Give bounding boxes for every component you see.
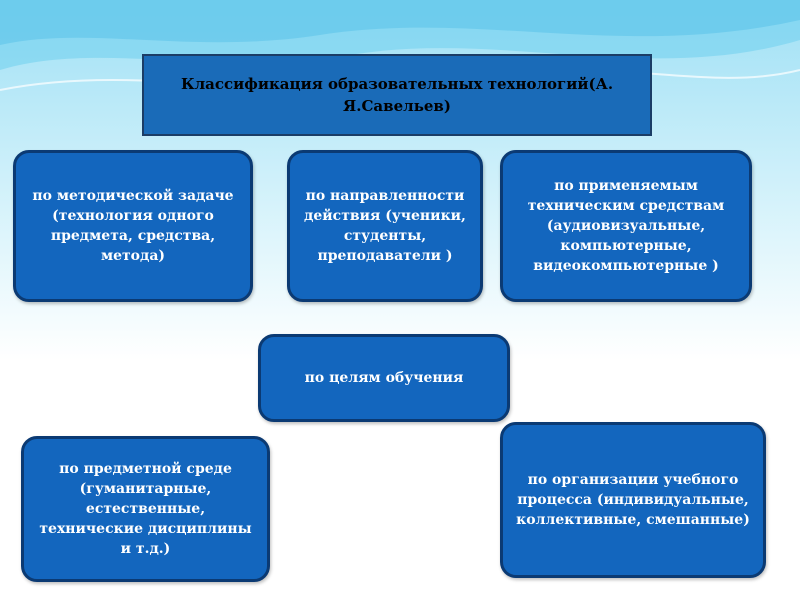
box-methodical-task: по методической задаче (технология одног… (13, 150, 253, 302)
box-technical-means: по применяемым техническим средствам (ау… (500, 150, 752, 302)
box-subject-environment: по предметной среде (гуманитарные, естес… (21, 436, 270, 582)
diagram-title: Классификация образовательных технологий… (142, 54, 652, 136)
box-direction-of-action: по направленности действия (ученики, сту… (287, 150, 483, 302)
background-wave (0, 0, 800, 91)
box-learning-goals: по целям обучения (258, 334, 510, 422)
box-learning-organization: по организации учебного процесса (индиви… (500, 422, 766, 578)
